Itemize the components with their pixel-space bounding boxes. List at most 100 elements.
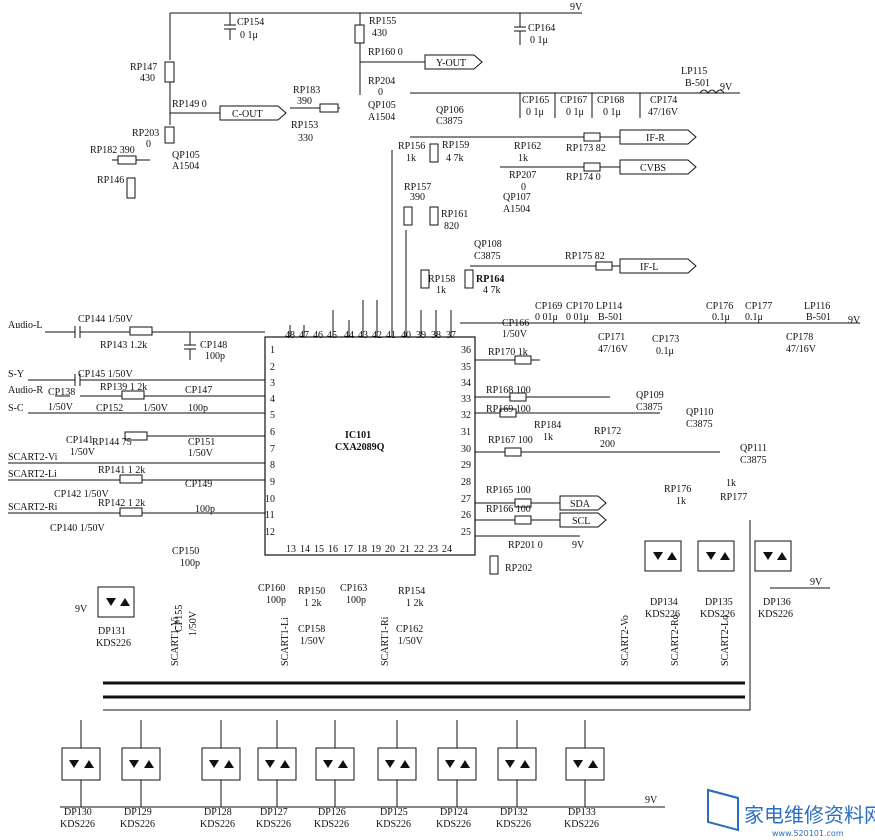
svg-text:RP141 1 2k: RP141 1 2k — [98, 465, 145, 476]
svg-text:CP152: CP152 — [96, 403, 123, 414]
svg-text:CP151: CP151 — [188, 437, 215, 448]
scart2-vo-label: SCART2-Vo — [620, 615, 631, 666]
svg-text:CP176: CP176 — [706, 301, 733, 312]
svg-text:1/50V: 1/50V — [300, 636, 326, 647]
svg-text:CP154: CP154 — [237, 17, 264, 28]
svg-text:RP182 390: RP182 390 — [90, 145, 135, 156]
svg-text:0.1μ: 0.1μ — [712, 312, 730, 323]
svg-text:31: 31 — [461, 427, 471, 438]
svg-text:8: 8 — [270, 460, 275, 471]
diode-type: KDS226 — [314, 819, 349, 830]
diode-type: KDS226 — [376, 819, 411, 830]
svg-text:RP166 100: RP166 100 — [486, 504, 531, 515]
svg-text:4 7k: 4 7k — [483, 285, 501, 296]
svg-text:CP165: CP165 — [522, 95, 549, 106]
diode-ref: DP124 — [440, 807, 468, 818]
svg-text:QP110: QP110 — [686, 407, 713, 418]
svg-text:C3875: C3875 — [636, 402, 663, 413]
svg-text:15: 15 — [314, 544, 324, 555]
svg-text:9V: 9V — [75, 604, 88, 615]
watermark: 家电维修资料网 www.520101.com — [707, 788, 875, 838]
svg-text:LP115: LP115 — [681, 66, 707, 77]
svg-text:QP108: QP108 — [474, 239, 502, 250]
input-audio-r: Audio-R — [8, 385, 43, 396]
svg-text:6: 6 — [270, 427, 275, 438]
svg-text:0 1μ: 0 1μ — [603, 107, 621, 118]
svg-text:100p: 100p — [266, 595, 286, 606]
diode-ref: DP130 — [64, 807, 92, 818]
svg-text:16: 16 — [328, 544, 338, 555]
svg-text:430: 430 — [372, 28, 387, 39]
svg-text:CP166: CP166 — [502, 318, 529, 329]
svg-text:CP173: CP173 — [652, 334, 679, 345]
svg-text:RP168 100: RP168 100 — [486, 385, 531, 396]
output-cvbs: CVBS — [640, 163, 666, 174]
svg-text:C3875: C3875 — [474, 251, 501, 262]
svg-text:1/50V: 1/50V — [143, 403, 169, 414]
svg-text:22: 22 — [414, 544, 424, 555]
svg-text:RP202: RP202 — [505, 563, 532, 574]
svg-text:1 2k: 1 2k — [304, 598, 322, 609]
svg-text:RP183: RP183 — [293, 85, 320, 96]
svg-text:RP139 1 2k: RP139 1 2k — [100, 382, 147, 393]
svg-text:100p: 100p — [346, 595, 366, 606]
svg-text:RP150: RP150 — [298, 586, 325, 597]
svg-text:RP161: RP161 — [441, 209, 468, 220]
diode-ref: DP127 — [260, 807, 288, 818]
svg-text:CP141: CP141 — [66, 435, 93, 446]
input-scart2-li: SCART2-Li — [8, 469, 57, 480]
svg-text:47/16V: 47/16V — [598, 344, 629, 355]
svg-text:CP145 1/50V: CP145 1/50V — [78, 369, 134, 380]
supply-label-bottom: 9V — [645, 795, 658, 806]
svg-text:9: 9 — [270, 477, 275, 488]
svg-text:CP138: CP138 — [48, 387, 75, 398]
output-c-out: C-OUT — [232, 109, 263, 120]
svg-text:1/50V: 1/50V — [70, 447, 96, 458]
svg-text:47/16V: 47/16V — [648, 107, 679, 118]
svg-text:430: 430 — [140, 73, 155, 84]
svg-text:RP204: RP204 — [368, 76, 395, 87]
svg-text:B-501: B-501 — [806, 312, 831, 323]
svg-text:1k: 1k — [436, 285, 446, 296]
svg-text:CP147: CP147 — [185, 385, 212, 396]
svg-text:330: 330 — [298, 133, 313, 144]
svg-text:100p: 100p — [205, 351, 225, 362]
svg-text:RP159: RP159 — [442, 140, 469, 151]
diode-ref: DP132 — [500, 807, 528, 818]
svg-text:CP148: CP148 — [200, 340, 227, 351]
svg-text:RP158: RP158 — [428, 274, 455, 285]
svg-text:QP106: QP106 — [436, 105, 464, 116]
svg-text:41: 41 — [386, 330, 396, 341]
svg-text:17: 17 — [343, 544, 353, 555]
svg-text:A1504: A1504 — [172, 161, 199, 172]
svg-text:CP150: CP150 — [172, 546, 199, 557]
svg-text:CP163: CP163 — [340, 583, 367, 594]
svg-text:1k: 1k — [406, 153, 416, 164]
svg-text:RP167 100: RP167 100 — [488, 435, 533, 446]
ic-ref: IC101 — [345, 430, 371, 441]
svg-text:10: 10 — [265, 494, 275, 505]
svg-text:35: 35 — [461, 362, 471, 373]
svg-text:QP105: QP105 — [368, 100, 396, 111]
svg-text:CP144 1/50V: CP144 1/50V — [78, 314, 134, 325]
svg-text:A1504: A1504 — [503, 204, 530, 215]
input-scart2-ri: SCART2-Ri — [8, 502, 58, 513]
svg-text:CP174: CP174 — [650, 95, 677, 106]
svg-text:21: 21 — [400, 544, 410, 555]
svg-text:19: 19 — [371, 544, 381, 555]
svg-text:RP164: RP164 — [476, 274, 504, 285]
watermark-url: www.520101.com — [772, 829, 844, 838]
diode-type: KDS226 — [200, 819, 235, 830]
svg-text:QP107: QP107 — [503, 192, 531, 203]
scart1-li-label: SCART1-Li — [280, 617, 291, 666]
svg-text:RP176: RP176 — [664, 484, 691, 495]
svg-text:RP155: RP155 — [369, 16, 396, 27]
output-if-r: IF-R — [646, 133, 665, 144]
